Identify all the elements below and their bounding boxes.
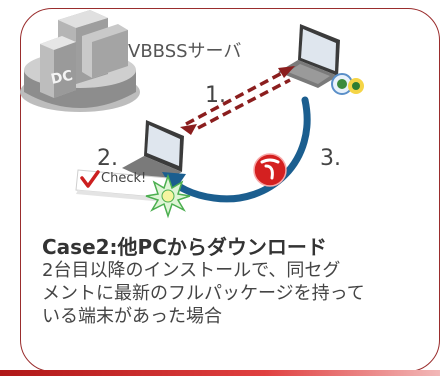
caption-line-1: 2台目以降のインストールで、同セグ	[42, 260, 341, 281]
trend-logo-icon	[253, 153, 287, 187]
return-arrow	[170, 96, 311, 203]
caption-line-2: メントに最新のフルパッケージを持って	[42, 283, 365, 305]
check-icon	[80, 170, 100, 188]
laptop-icon	[122, 120, 184, 184]
star-burst-icon	[145, 173, 191, 219]
caption-line-3: いる端末があった場合	[42, 306, 222, 328]
server-badge: DC	[50, 68, 75, 88]
download-arrow	[185, 70, 291, 130]
server-label: VBBSSサーバ	[128, 41, 242, 62]
step-label-3: 3.	[320, 146, 341, 171]
arrow-head-up	[278, 66, 295, 78]
step-label-1: 1.	[205, 83, 226, 108]
accent-strip	[0, 370, 440, 376]
caption-title: Case2:他PCからダウンロード	[42, 235, 327, 259]
caption: Case2:他PCからダウンロード 2台目以降のインストールで、同セグ メントに…	[42, 235, 432, 328]
arrow-head-down	[180, 124, 197, 135]
shield-icon	[331, 73, 364, 95]
step-label-2: 2.	[97, 146, 118, 171]
laptop-icon	[278, 24, 340, 88]
check-label: Check!	[101, 171, 147, 186]
server-icon	[20, 10, 140, 112]
